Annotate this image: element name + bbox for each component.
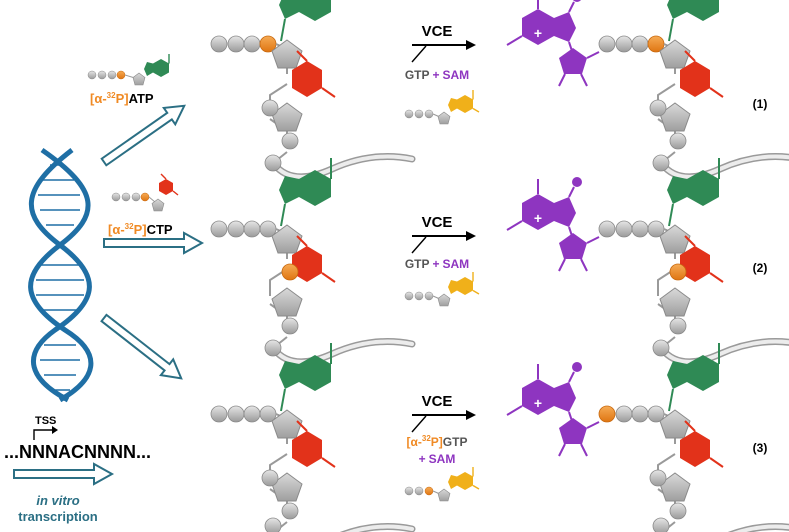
legend-in-vitro: in vitro: [36, 493, 79, 508]
reaction-2: VCE GTP+SAM + (2): [210, 158, 789, 362]
dna-helix-icon: [28, 147, 94, 403]
rna-5prime-triphosphate-1: [210, 0, 412, 177]
capped-rna-1: +: [506, 0, 789, 177]
cap-plus-sign-3: +: [534, 395, 542, 411]
reaction-arrow-1: [411, 40, 476, 63]
arrow-to-reaction-1: [97, 96, 192, 172]
rna-5prime-triphosphate-2: [210, 158, 412, 362]
reaction-arrow-3: [411, 410, 476, 433]
cofactors-label-2: GTP+SAM: [405, 257, 469, 271]
reaction-1: VCE GTP+SAM + (1): [210, 0, 789, 177]
substrate-1-label: [α-32P]ATP: [90, 91, 154, 106]
cap-plus-sign-1: +: [534, 25, 542, 41]
gtp-nucleotide-icon-1: [404, 89, 480, 125]
capped-rna-2: +: [506, 158, 789, 362]
legend-transcription: transcription: [18, 509, 98, 524]
capped-rna-3: +: [506, 343, 789, 532]
cap-plus-sign-2: +: [534, 210, 542, 226]
cofactor-b-label-3: +SAM: [419, 452, 456, 466]
reaction-number-3: (3): [753, 441, 768, 455]
reaction-arrow-2: [411, 231, 476, 254]
legend-arrow-icon: [13, 463, 113, 485]
enzyme-label-3: VCE: [422, 393, 453, 410]
rna-5prime-triphosphate-3: [210, 343, 412, 532]
gtp-nucleotide-icon-2: [404, 271, 480, 307]
arrow-to-reaction-3: [96, 309, 189, 388]
cofactors-label-1: GTP+SAM: [405, 68, 469, 82]
reaction-3: VCE [α-32P]GTP +SAM + (3): [210, 343, 789, 532]
enzyme-label-1: VCE: [422, 23, 453, 40]
tss-marker: TSS: [33, 415, 58, 440]
cofactor-a-label-3: [α-32P]GTP: [407, 434, 468, 449]
atp-nucleotide-icon: [87, 53, 170, 86]
reaction-number-1: (1): [753, 97, 768, 111]
gtp-nucleotide-icon-3: [404, 466, 480, 502]
ctp-nucleotide-icon: [111, 173, 179, 212]
promoter-sequence: ...NNNACNNNN...: [4, 442, 151, 462]
reaction-number-2: (2): [753, 261, 768, 275]
enzyme-label-2: VCE: [422, 214, 453, 231]
substrate-2-label: [α-32P]CTP: [108, 222, 173, 237]
tss-label: TSS: [35, 415, 56, 427]
